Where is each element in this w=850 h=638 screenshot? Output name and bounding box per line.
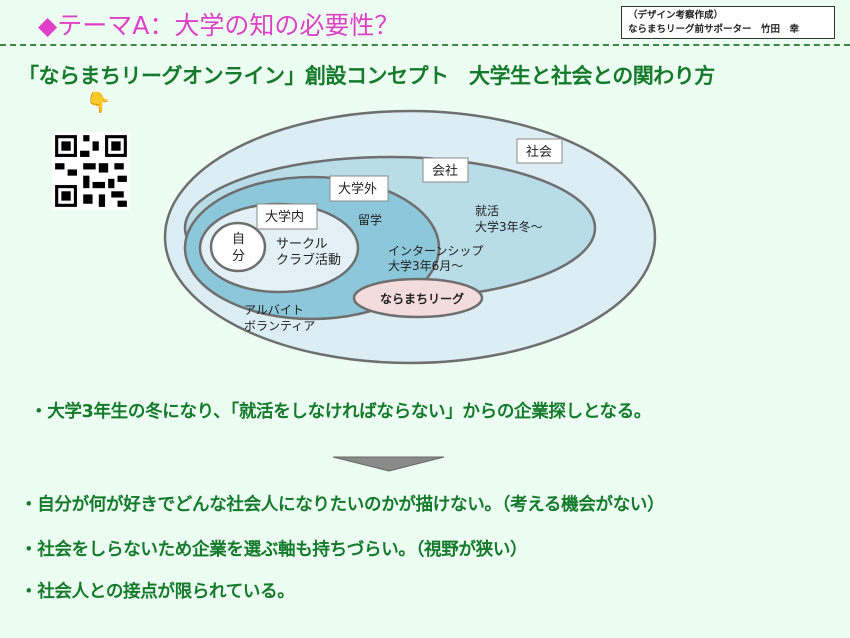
- bullet-1: ・自分が何が好きでどんな社会人になりたいのかが描けない。（考える機会がない）: [20, 495, 665, 515]
- credit-box: （デザイン考察作成） ならまちリーグ前サポーター 竹田 幸: [621, 6, 835, 39]
- naramachi-ellipse: [352, 277, 484, 319]
- credit-line1: （デザイン考察作成）: [628, 10, 724, 21]
- label-society: 社会: [526, 144, 552, 160]
- slide-title: ◆テーマA：大学の知の必要性？: [38, 11, 400, 40]
- label-circle-2: クラブ活動: [276, 252, 341, 268]
- bullet-2: ・社会をしらないため企業を選ぶ軸も持ちづらい。（視野が狭い）: [20, 540, 528, 560]
- bullet-top: ・大学3年生の冬になり、「就活をしなければならない」からの企業探しとなる。: [30, 402, 652, 422]
- label-intern-1: インターンシップ: [388, 244, 483, 258]
- label-naramachi: ならまちリーグ: [380, 291, 464, 306]
- label-job-1: 就活: [475, 204, 499, 218]
- subtitle: 「ならまちリーグオンライン」創設コンセプト 大学生と社会との関わり方: [18, 64, 715, 88]
- label-outside-univ: 大学外: [338, 181, 377, 197]
- label-intern-2: 大学3年6月～: [388, 258, 463, 273]
- label-parttime-2: ボランティア: [244, 319, 315, 333]
- pointing-hand-icon: 👇: [86, 90, 111, 114]
- label-study-abroad: 留学: [358, 212, 382, 227]
- relationship-diagram: 社会 会社 大学外 大学内 自 分 サークル クラブ活動 留学 就活 大学3年冬…: [163, 109, 657, 365]
- label-self-1: 自: [232, 232, 245, 247]
- label-circle-1: サークル: [276, 237, 328, 252]
- label-self-2: 分: [232, 249, 245, 264]
- label-inside-univ: 大学内: [265, 209, 304, 225]
- divider: [0, 44, 850, 46]
- bullet-3: ・社会人との接点が限られている。: [20, 582, 295, 602]
- label-parttime-1: アルバイト: [244, 303, 304, 317]
- label-job-2: 大学3年冬～: [475, 219, 543, 234]
- self-circle: [209, 221, 267, 273]
- credit-line2: ならまちリーグ前サポーター 竹田 幸: [628, 24, 800, 35]
- label-company: 会社: [432, 163, 458, 179]
- qr-code[interactable]: [52, 132, 130, 210]
- down-arrow-icon: [333, 456, 445, 472]
